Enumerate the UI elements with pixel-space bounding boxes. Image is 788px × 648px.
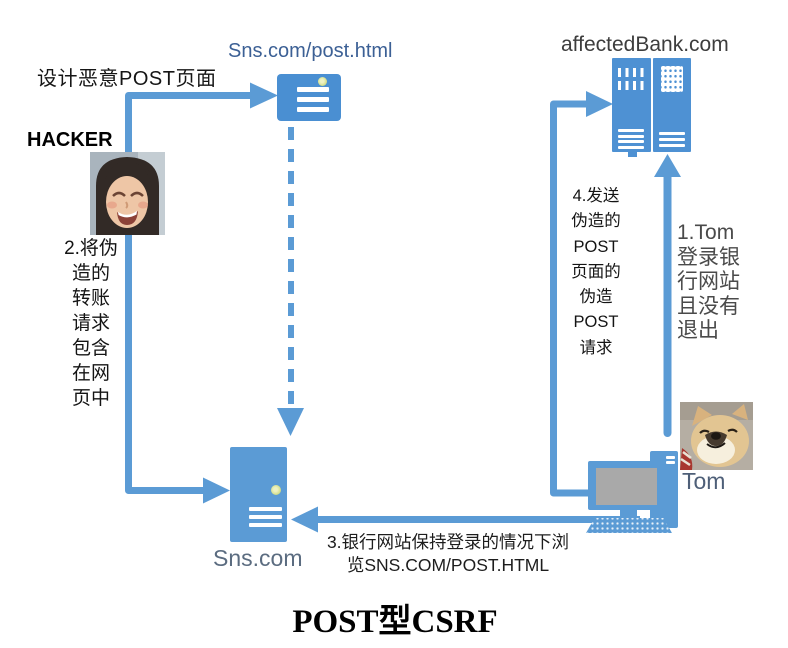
arrow-hacker-path: [125, 92, 250, 494]
arrowhead-step3-left: [291, 506, 318, 533]
arrowhead-step1-up: [654, 154, 681, 177]
arrowhead-dashed-down: [277, 408, 304, 436]
arrow-step4-path: [550, 100, 591, 497]
arrowhead-step4-right: [586, 91, 613, 117]
arrowhead-to-post-page: [250, 82, 278, 109]
arrowhead-to-sns-server: [203, 477, 230, 504]
